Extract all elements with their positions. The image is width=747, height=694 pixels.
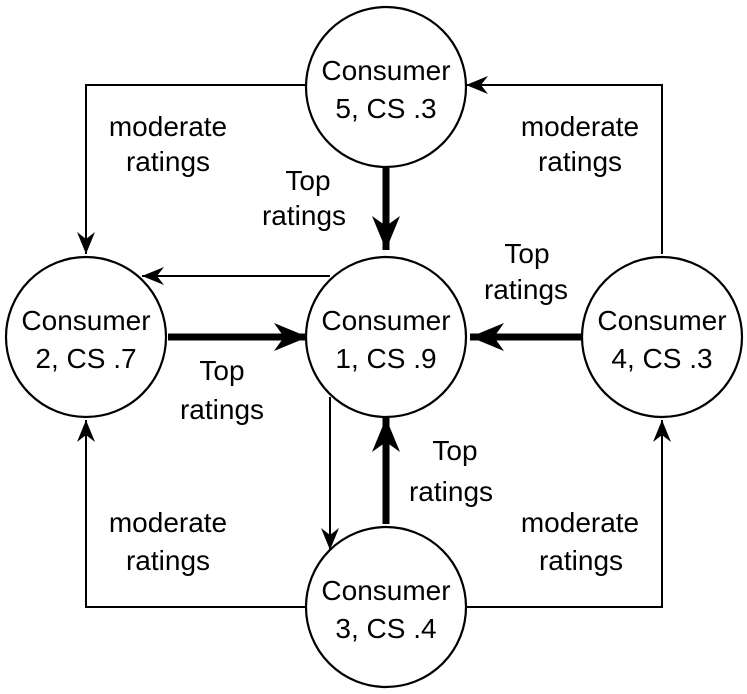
consumer-3-node: Consumer 3, CS .4 bbox=[304, 525, 468, 689]
edge-label-line2: ratings bbox=[180, 394, 264, 425]
edge-c4-to-c5-moderate: moderate ratings bbox=[466, 76, 663, 254]
edge-c5-to-c2-moderate: moderate ratings bbox=[77, 84, 306, 254]
node-label-line2: 3, CS .4 bbox=[335, 613, 436, 644]
edge-label-line1: Top bbox=[432, 435, 477, 466]
edge-label-line1: moderate bbox=[109, 507, 227, 538]
edge-label-line2: ratings bbox=[484, 274, 568, 305]
node-label-line1: Consumer bbox=[21, 305, 150, 336]
consumer-5-node: Consumer 5, CS .3 bbox=[304, 5, 468, 169]
node-label-line1: Consumer bbox=[321, 575, 450, 606]
edge-c3-to-c1-top: Top ratings bbox=[372, 418, 493, 524]
consumer-1-node: Consumer 1, CS .9 bbox=[304, 255, 468, 419]
node-label-line1: Consumer bbox=[321, 305, 450, 336]
edge-label-line2: ratings bbox=[126, 545, 210, 576]
node-label-line1: Consumer bbox=[321, 55, 450, 86]
node-label-line2: 2, CS .7 bbox=[35, 343, 136, 374]
edge-c2-to-c1-top: Top ratings bbox=[168, 323, 308, 425]
edge-label-line1: moderate bbox=[109, 111, 227, 142]
edge-c4-to-c1-top: Top ratings bbox=[470, 238, 582, 351]
edge-label-line2: ratings bbox=[539, 545, 623, 576]
edge-c3-to-c2-moderate: moderate ratings bbox=[77, 420, 306, 608]
edge-label-line2: ratings bbox=[538, 146, 622, 177]
node-label-line2: 1, CS .9 bbox=[335, 343, 436, 374]
node-label-line2: 5, CS .3 bbox=[335, 93, 436, 124]
node-label-line2: 4, CS .3 bbox=[611, 343, 712, 374]
edge-label-line1: moderate bbox=[521, 111, 639, 142]
consumer-4-node: Consumer 4, CS .3 bbox=[580, 255, 744, 419]
edge-label-line1: Top bbox=[199, 355, 244, 386]
edge-label-line2: ratings bbox=[126, 146, 210, 177]
edge-label-line1: moderate bbox=[521, 507, 639, 538]
edge-c5-to-c1-top: Top ratings bbox=[262, 165, 400, 250]
edge-label-line1: Top bbox=[285, 165, 330, 196]
consumer-2-node: Consumer 2, CS .7 bbox=[4, 255, 168, 419]
edge-label-line2: ratings bbox=[409, 476, 493, 507]
edge-c3-to-c4-moderate: moderate ratings bbox=[466, 420, 671, 608]
node-label-line1: Consumer bbox=[597, 305, 726, 336]
edge-label-line1: Top bbox=[504, 238, 549, 269]
edge-label-line2: ratings bbox=[262, 200, 346, 231]
